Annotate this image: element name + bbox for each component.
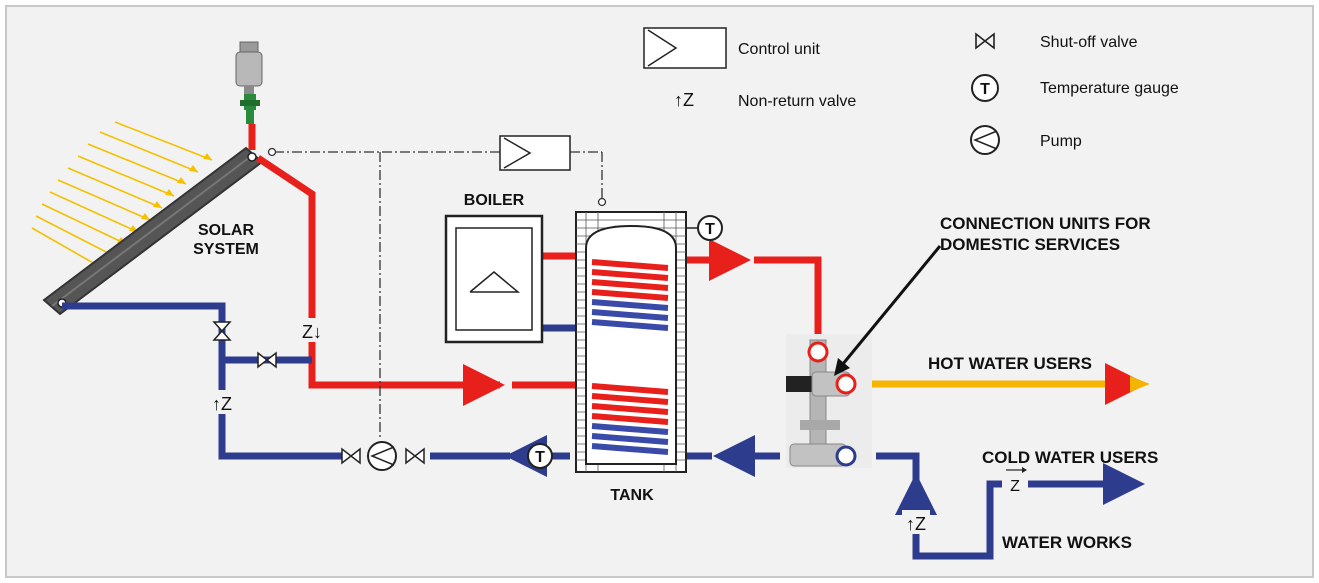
return-temperature-gauge: T (527, 443, 553, 469)
legend-temperature-gauge: Temperature gauge (1040, 80, 1179, 97)
tank-upper-coil (591, 259, 669, 331)
collector-sensor (267, 147, 277, 157)
control-unit (499, 135, 571, 171)
pump (367, 441, 397, 471)
solar-hot-flow-pipe (256, 155, 500, 389)
non-return-valve-return: ↑Z (208, 390, 236, 414)
tank (575, 211, 687, 473)
boiler (444, 214, 544, 344)
label-system: SYSTEM (193, 241, 259, 258)
label-boiler: BOILER (464, 192, 525, 209)
label-solar: SOLAR (198, 222, 254, 239)
tank-sensor (597, 197, 607, 207)
hot-water-arrow-head (1130, 376, 1150, 392)
connection-pointer-head (834, 358, 850, 376)
legend-shut-off-valve: Shut-off valve (1040, 34, 1138, 51)
svg-text:Z↓: Z↓ (302, 322, 322, 342)
solar-collector (42, 146, 264, 316)
label-connection-units-line1: CONNECTION UNITS FOR (940, 214, 1151, 233)
non-return-valve-water-works: ↑Z (902, 510, 930, 534)
connection-pointer-arrow (836, 245, 942, 371)
svg-text:T: T (980, 81, 990, 98)
shut-off-valve-vertical (212, 321, 232, 341)
non-return-valve-solar-flow: Z↓ (300, 318, 326, 342)
legend-control-unit-symbol (643, 27, 727, 69)
control-lines (274, 151, 603, 440)
legend: Control unit ↑Z Non-return valve Shut-of… (643, 27, 1179, 155)
tank-hot-to-unit-pipe (754, 256, 822, 340)
air-vent-valve (235, 41, 263, 150)
legend-pump: Pump (1040, 133, 1082, 150)
connection-unit (786, 334, 872, 468)
label-connection-units-line2: DOMESTIC SERVICES (940, 235, 1120, 254)
tank-lower-coil (591, 383, 669, 455)
shut-off-valve-bypass (257, 351, 277, 369)
svg-text:↑Z: ↑Z (906, 514, 926, 534)
gauge-symbol: T (705, 221, 715, 238)
label-tank: TANK (610, 487, 654, 504)
legend-non-return-valve: Non-return valve (738, 93, 856, 110)
shut-off-valve-pump-left (341, 447, 361, 465)
legend-temperature-symbol: T (971, 74, 999, 102)
label-water-works: WATER WORKS (1002, 533, 1132, 552)
legend-shut-off-symbol (975, 32, 995, 50)
legend-control-unit: Control unit (738, 41, 820, 58)
water-works-pipe (876, 452, 1030, 560)
label-hot-water-users: HOT WATER USERS (928, 354, 1092, 373)
shut-off-valve-pump-right (405, 447, 425, 465)
solar-return-pipe (62, 302, 345, 460)
legend-non-return-symbol: ↑Z (674, 90, 694, 110)
tank-temperature-gauge: T (686, 215, 723, 241)
legend-pump-symbol (970, 125, 1000, 155)
gauge-symbol: T (535, 449, 545, 466)
label-cold-water-users: COLD WATER USERS (982, 448, 1158, 467)
svg-text:Z: Z (1010, 478, 1020, 495)
sun-rays (31, 121, 213, 269)
non-return-valve-cold-users: Z (1002, 467, 1028, 495)
svg-text:↑Z: ↑Z (212, 394, 232, 414)
